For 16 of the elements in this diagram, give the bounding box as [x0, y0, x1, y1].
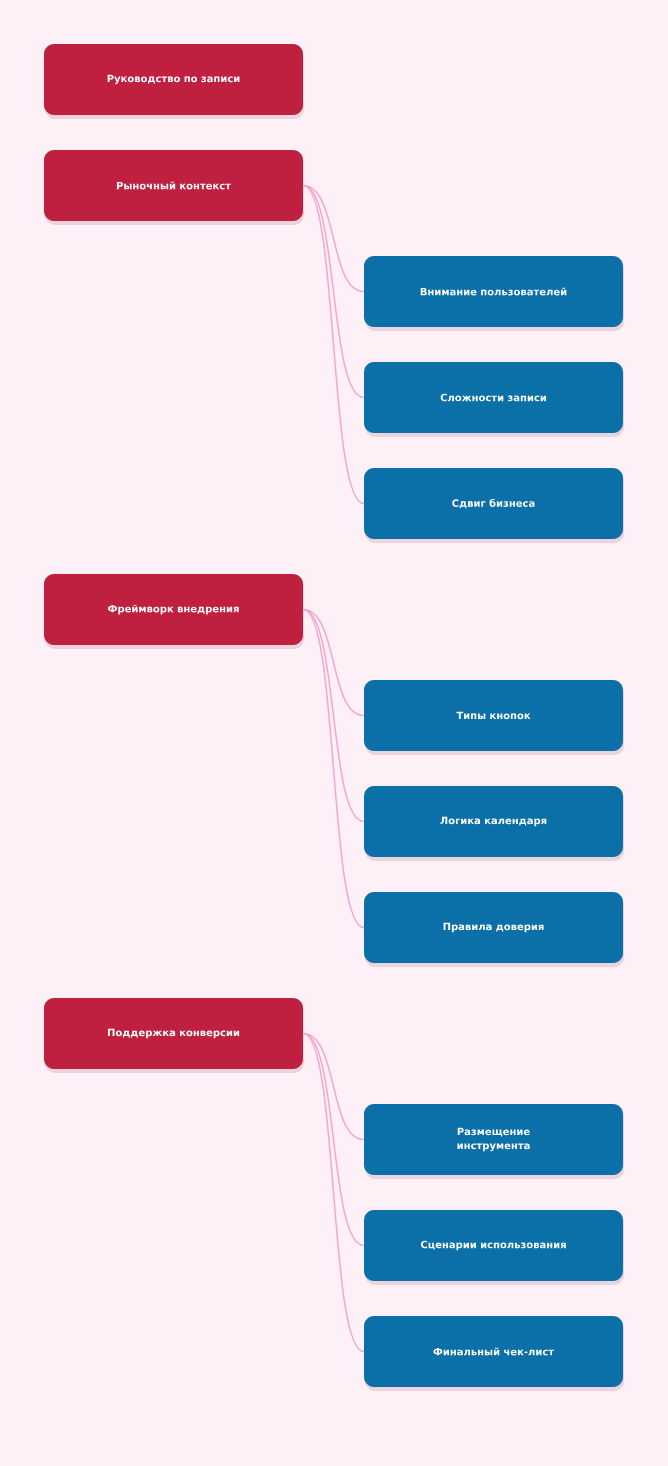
topic-box: Рыночный контекст	[44, 150, 304, 225]
connector	[302, 1032, 365, 1353]
subtopic-box: Финальный чек-лист	[364, 1316, 624, 1391]
subtopic-box: Сдвиг бизнеса	[364, 468, 624, 543]
topic-box: Руководство по записи	[44, 44, 304, 119]
connector	[302, 184, 365, 505]
subtopic-box: Типы кнопок	[364, 680, 624, 755]
subtopic-box: Размещение инструмента	[364, 1104, 624, 1179]
topic-box: Фреймворк внедрения	[44, 574, 304, 649]
subtopic-box: Внимание пользователей	[364, 256, 624, 331]
connector	[302, 608, 365, 929]
subtopic-box: Сценарии использования	[364, 1210, 624, 1285]
subtopic-box: Правила доверия	[364, 892, 624, 967]
subtopic-box: Сложности записи	[364, 362, 624, 437]
subtopic-box: Логика календаря	[364, 786, 624, 861]
topic-box: Поддержка конверсии	[44, 998, 304, 1073]
